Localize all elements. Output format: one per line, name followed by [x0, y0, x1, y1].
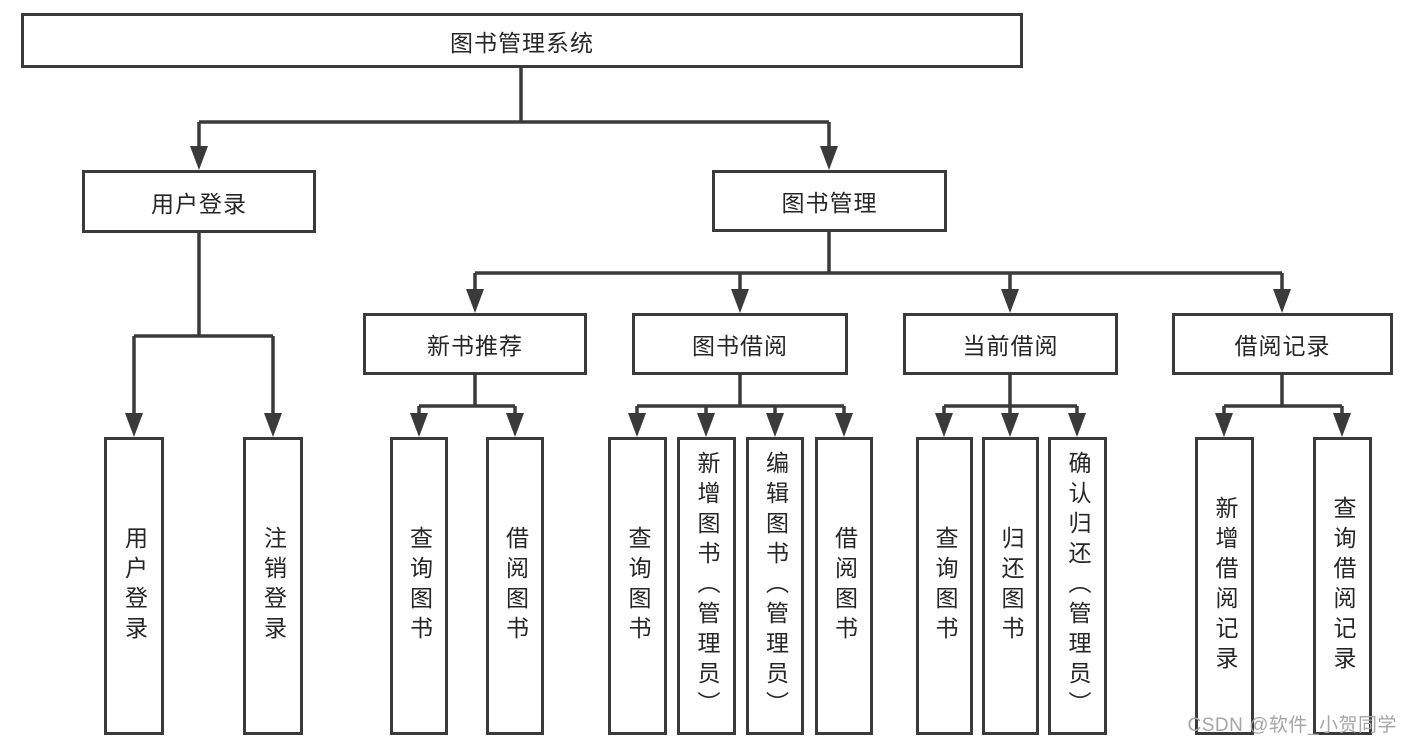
- node-root-label: 图书管理系统: [450, 29, 594, 56]
- arrowhead-icon: [410, 413, 428, 437]
- node-borrow-records: 借阅记录: [1172, 313, 1393, 375]
- connector-currentborrow-to-leaves: [942, 375, 1079, 417]
- leaf-borrow-book-1: 借阅图书: [486, 437, 544, 735]
- leaf-borrow-book-2-label: 借阅图书: [831, 526, 858, 646]
- leaf-add-borrow-record-label: 新增借阅记录: [1212, 496, 1238, 676]
- leaf-borrow-book-2: 借阅图书: [815, 437, 873, 735]
- arrowhead-icon: [935, 413, 953, 437]
- arrowhead-icon: [1333, 413, 1351, 437]
- arrowhead-icon: [1215, 413, 1233, 437]
- arrowhead-icon: [190, 146, 208, 170]
- node-root: 图书管理系统: [21, 13, 1023, 68]
- node-book-borrow: 图书借阅: [632, 313, 848, 375]
- arrowhead-icon: [628, 413, 646, 437]
- connector-arrowheads: [125, 146, 1351, 437]
- leaf-logout-label: 注销登录: [260, 526, 287, 646]
- node-current-borrow-label: 当前借阅: [962, 333, 1059, 359]
- leaf-return-book-label: 归还图书: [998, 526, 1024, 646]
- node-borrow-records-label: 借阅记录: [1234, 333, 1331, 359]
- leaf-edit-book-admin: 编辑图书（管理员）: [746, 437, 804, 735]
- node-book-management-label: 图书管理: [781, 190, 878, 216]
- arrowhead-icon: [506, 413, 524, 437]
- leaf-user-login-label: 用户登录: [121, 526, 148, 646]
- leaf-confirm-return-admin-label: 确认归还（管理员）: [1065, 451, 1091, 721]
- watermark: CSDN @软件_小贺同学: [1187, 715, 1397, 736]
- node-book-borrow-label: 图书借阅: [692, 333, 788, 359]
- leaf-query-book-3-label: 查询图书: [932, 526, 958, 646]
- leaf-add-borrow-record: 新增借阅记录: [1195, 437, 1254, 735]
- connector-root-to-level2: [197, 68, 831, 150]
- arrowhead-icon: [466, 289, 484, 313]
- leaf-user-login: 用户登录: [104, 437, 164, 735]
- leaf-query-book-3: 查询图书: [916, 437, 973, 735]
- connector-newbook-to-leaves: [417, 375, 517, 417]
- arrowhead-icon: [1068, 413, 1086, 437]
- leaf-borrow-book-1-label: 借阅图书: [502, 526, 529, 646]
- arrowhead-icon: [835, 413, 853, 437]
- leaf-query-borrow-record-label: 查询借阅记录: [1330, 496, 1356, 676]
- connector-lines: [132, 68, 1344, 417]
- arrowhead-icon: [820, 146, 838, 170]
- leaf-logout: 注销登录: [243, 437, 303, 735]
- leaf-add-book-admin: 新增图书（管理员）: [677, 437, 736, 735]
- node-current-borrow: 当前借阅: [903, 313, 1118, 375]
- arrowhead-icon: [264, 413, 282, 437]
- arrowhead-icon: [731, 289, 749, 313]
- leaf-query-borrow-record: 查询借阅记录: [1313, 437, 1372, 735]
- arrowhead-icon: [697, 413, 715, 437]
- leaf-add-book-admin-label: 新增图书（管理员）: [694, 451, 720, 721]
- leaf-query-book-1-label: 查询图书: [406, 526, 433, 646]
- connector-records-to-leaves: [1222, 375, 1344, 417]
- connector-bookborrow-to-leaves: [635, 375, 846, 417]
- leaf-edit-book-admin-label: 编辑图书（管理员）: [762, 451, 789, 721]
- node-user-login: 用户登录: [82, 170, 316, 233]
- leaf-return-book: 归还图书: [982, 437, 1039, 735]
- arrowhead-icon: [125, 413, 143, 437]
- arrowhead-icon: [766, 413, 784, 437]
- node-new-book-recommend-label: 新书推荐: [427, 333, 523, 359]
- arrowhead-icon: [1273, 289, 1291, 313]
- connector-bookmgmt-to-level3: [473, 232, 1284, 293]
- node-book-management: 图书管理: [712, 170, 947, 232]
- node-new-book-recommend: 新书推荐: [363, 313, 587, 375]
- arrowhead-icon: [1001, 413, 1019, 437]
- connector-userlogin-to-leaves: [132, 233, 275, 417]
- leaf-query-book-2: 查询图书: [608, 437, 667, 735]
- leaf-query-book-2-label: 查询图书: [625, 526, 651, 646]
- node-user-login-label: 用户登录: [151, 190, 247, 217]
- leaf-confirm-return-admin: 确认归还（管理员）: [1048, 437, 1107, 735]
- leaf-query-book-1: 查询图书: [390, 437, 448, 735]
- arrowhead-icon: [1001, 289, 1019, 313]
